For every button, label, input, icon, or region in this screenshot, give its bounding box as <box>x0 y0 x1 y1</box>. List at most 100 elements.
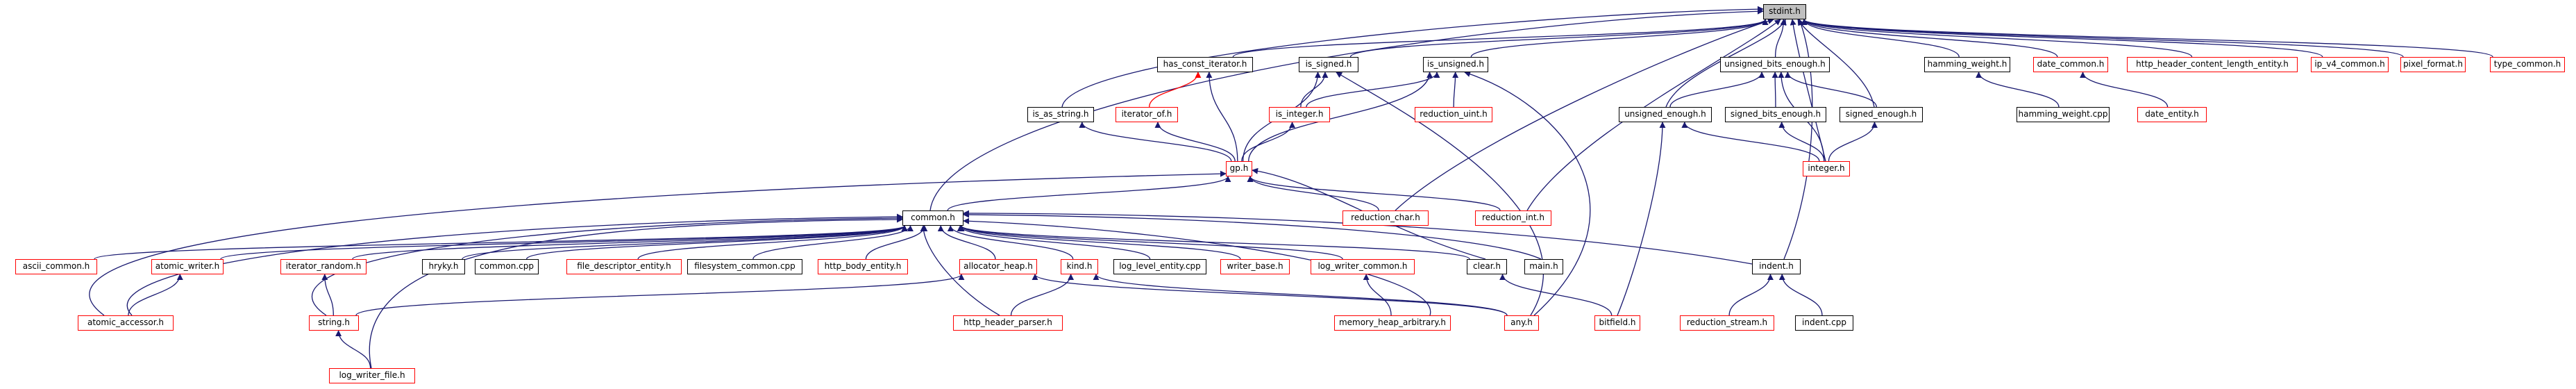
node-filesystem-common-cpp[interactable]: filesystem_common.cpp <box>687 259 802 274</box>
edge-is-as-string-to-stdint <box>1061 6 1764 108</box>
node-common[interactable]: common.h <box>902 210 963 226</box>
node-log-writer-file[interactable]: log_writer_file.h <box>329 368 415 383</box>
node-is-as-string[interactable]: is_as_string.h <box>1027 107 1094 122</box>
edge-memory-heap-arbitrary-to-common <box>963 217 1431 316</box>
edge-ip-v4-common-to-stdint <box>1801 19 2323 58</box>
edge-clear-to-gp <box>1252 167 1486 260</box>
node-reduction-uint[interactable]: reduction_uint.h <box>1415 107 1492 122</box>
edge-main-to-common <box>963 211 1542 260</box>
node-iterator-random[interactable]: iterator_random.h <box>280 259 367 274</box>
edge-atomic-accessor-to-common <box>126 213 903 316</box>
edge-any-to-allocator-heap <box>1032 274 1508 316</box>
node-http-header-parser[interactable]: http_header_parser.h <box>953 315 1063 331</box>
edge-file-descriptor-entity-to-common <box>637 225 908 260</box>
node-reduction-int[interactable]: reduction_int.h <box>1475 210 1551 226</box>
node-hamming-weight-h[interactable]: hamming_weight.h <box>1924 57 2010 72</box>
node-unsigned-bits-enough[interactable]: unsigned_bits_enough.h <box>1720 57 1830 72</box>
node-integer[interactable]: integer.h <box>1803 161 1850 176</box>
edge-indent-cpp-to-indent <box>1778 274 1823 316</box>
edge-signed-bits-enough-to-unsigned-bits-enough <box>1771 72 1778 108</box>
node-allocator-heap[interactable]: allocator_heap.h <box>959 259 1037 274</box>
node-iterator-of[interactable]: iterator_of.h <box>1116 107 1178 122</box>
edge-common-cpp-to-common <box>526 225 908 260</box>
node-date-common[interactable]: date_common.h <box>2033 57 2108 72</box>
edge-ascii-common-to-common <box>94 225 908 260</box>
edge-integer-to-stdint <box>1790 19 1826 162</box>
edge-signed-enough-to-unsigned-bits-enough <box>1784 72 1877 108</box>
edge-integer-to-signed-enough <box>1828 122 1878 162</box>
node-has-const-iterator[interactable]: has_const_iterator.h <box>1157 57 1253 72</box>
edge-integer-to-signed-bits-enough <box>1778 122 1825 162</box>
node-hryky[interactable]: hryky.h <box>422 259 465 274</box>
edge-any-to-is-unsigned <box>1464 71 1591 316</box>
edge-common-to-stdint <box>929 8 1764 211</box>
node-date-entity[interactable]: date_entity.h <box>2137 107 2207 122</box>
edge-pixel-format-to-stdint <box>1801 19 2404 58</box>
node-http-header-content-length-entity[interactable]: http_header_content_length_entity.h <box>2127 57 2298 72</box>
edge-reduction-uint-to-is-unsigned <box>1452 72 1459 108</box>
edge-reduction-int-to-stdint <box>1526 19 1781 211</box>
edge-bitfield-to-clear <box>1499 274 1613 316</box>
node-signed-enough[interactable]: signed_enough.h <box>1840 107 1923 122</box>
node-reduction-stream[interactable]: reduction_stream.h <box>1680 315 1774 331</box>
edge-filesystem-common-cpp-to-common <box>752 225 914 260</box>
node-stdint: stdint.h <box>1763 4 1806 19</box>
edge-gp-to-iterator-of <box>1154 122 1236 162</box>
edge-is-unsigned-to-stdint <box>1470 19 1769 58</box>
edge-reduction-char-to-gp <box>1247 176 1379 211</box>
edge-indent-to-common <box>963 210 1753 265</box>
edge-iterator-random-to-common <box>352 225 908 260</box>
edge-clear-to-common <box>958 225 1470 260</box>
edge-string-to-iterator-random <box>321 274 334 316</box>
edge-iterator-of-to-has-const-iterator <box>1149 72 1202 108</box>
node-atomic-writer[interactable]: atomic_writer.h <box>151 259 224 274</box>
node-type-common[interactable]: type_common.h <box>2490 57 2565 72</box>
node-any[interactable]: any.h <box>1504 315 1539 331</box>
node-indent-cpp[interactable]: indent.cpp <box>1795 315 1853 331</box>
node-unsigned-enough[interactable]: unsigned_enough.h <box>1619 107 1712 122</box>
edge-bitfield-to-unsigned-enough <box>1617 122 1666 316</box>
edge-http-header-parser-to-common <box>920 225 1000 316</box>
node-is-unsigned[interactable]: is_unsigned.h <box>1423 57 1488 72</box>
node-pixel-format[interactable]: pixel_format.h <box>2400 57 2466 72</box>
node-writer-base[interactable]: writer_base.h <box>1220 259 1290 274</box>
edge-is-signed-to-stdint <box>1349 19 1769 58</box>
node-reduction-char[interactable]: reduction_char.h <box>1342 210 1429 226</box>
node-memory-heap-arbitrary[interactable]: memory_heap_arbitrary.h <box>1334 315 1451 331</box>
edge-date-common-to-stdint <box>1801 19 2058 58</box>
node-signed-bits-enough[interactable]: signed_bits_enough.h <box>1725 107 1826 122</box>
edge-hamming-weight-h-to-stdint <box>1801 19 1960 58</box>
node-gp[interactable]: gp.h <box>1226 161 1252 176</box>
node-is-integer[interactable]: is_integer.h <box>1269 107 1330 122</box>
edge-unsigned-bits-enough-to-stdint <box>1774 19 1787 58</box>
node-ascii-common[interactable]: ascii_common.h <box>15 259 97 274</box>
node-log-writer-common[interactable]: log_writer_common.h <box>1311 259 1415 274</box>
edge-is-integer-to-is-unsigned <box>1306 72 1440 108</box>
edge-has-const-iterator-to-stdint <box>1232 19 1769 58</box>
node-main[interactable]: main.h <box>1524 259 1563 274</box>
edge-common-to-gp <box>947 176 1231 211</box>
node-bitfield[interactable]: bitfield.h <box>1594 315 1640 331</box>
node-string[interactable]: string.h <box>309 315 359 331</box>
edge-hamming-weight-cpp-to-hamming-weight-h <box>1976 72 2060 108</box>
edge-indent-to-stdint <box>1783 19 1813 260</box>
edge-atomic-writer-to-common <box>220 225 908 260</box>
node-clear[interactable]: clear.h <box>1467 259 1507 274</box>
node-file-descriptor-entity[interactable]: file_descriptor_entity.h <box>566 259 682 274</box>
node-hamming-weight-cpp[interactable]: hamming_weight.cpp <box>2017 107 2110 122</box>
node-is-signed[interactable]: is_signed.h <box>1299 57 1358 72</box>
edge-hryky-to-common <box>462 225 908 260</box>
edge-http-header-parser-to-kind <box>1010 274 1075 316</box>
edge-kind-to-common <box>947 225 1074 260</box>
node-atomic-accessor[interactable]: atomic_accessor.h <box>78 315 174 331</box>
node-common-cpp[interactable]: common.cpp <box>475 259 539 274</box>
node-ip-v4-common[interactable]: ip_v4_common.h <box>2311 57 2389 72</box>
node-http-body-entity[interactable]: http_body_entity.h <box>818 259 908 274</box>
dependency-edges <box>89 6 2493 369</box>
node-kind[interactable]: kind.h <box>1061 259 1098 274</box>
node-log-level-entity-cpp[interactable]: log_level_entity.cpp <box>1113 259 1206 274</box>
edge-log-writer-file-to-common <box>369 216 903 369</box>
node-indent[interactable]: indent.h <box>1752 259 1801 274</box>
edge-log-writer-file-to-string <box>335 330 371 369</box>
